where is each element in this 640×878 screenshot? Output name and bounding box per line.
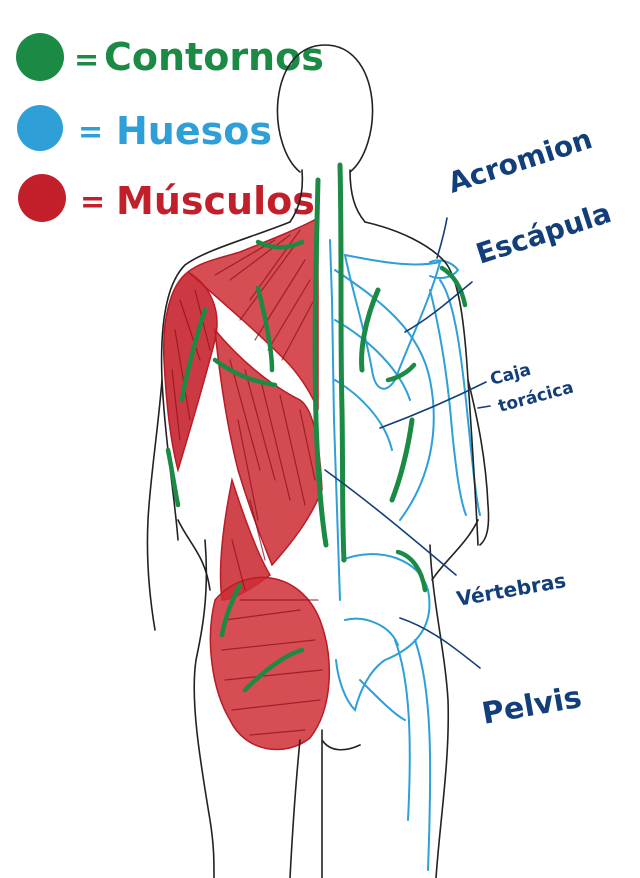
left-scapula-contour — [255, 285, 275, 373]
muscles-label: Músculos — [116, 179, 315, 223]
vertebrae-pointer — [324, 469, 457, 576]
bones-equals: = — [78, 115, 103, 150]
acromion-label: Acromion — [444, 122, 596, 200]
contours-equals: = — [74, 43, 99, 78]
pelvis-label: Pelvis — [479, 680, 584, 732]
legend-item-contours: = Contornos — [16, 33, 324, 81]
pointer-lines — [324, 217, 491, 669]
waist-outline — [177, 519, 479, 591]
muscles-swatch — [18, 174, 66, 222]
acromion-pointer — [436, 217, 448, 259]
vertebrae-label: Vértebras — [455, 568, 568, 611]
left-lat-contour — [165, 447, 181, 508]
right-lat-contour — [389, 417, 415, 503]
muscle-fibers — [171, 229, 323, 736]
muscles-equals: = — [80, 185, 105, 220]
right-scapula-lower-contour — [385, 362, 417, 383]
bones-label: Huesos — [116, 109, 272, 153]
muscles-layer — [162, 216, 331, 751]
right-shoulder-contour — [439, 265, 468, 308]
pelvis-pointer — [399, 617, 481, 669]
ribcage-label-line1: Caja — [488, 360, 533, 390]
neck-outline — [289, 169, 366, 223]
contours-label: Contornos — [104, 35, 324, 79]
ribcage-bone — [334, 269, 435, 521]
left-arm-outline — [146, 379, 163, 631]
scapula-label: Escápula — [472, 196, 615, 271]
gluteus-muscle — [209, 576, 331, 751]
spine-contour-left — [312, 177, 329, 548]
ribcage-pointer — [379, 381, 487, 429]
deltoid-muscle — [162, 271, 218, 473]
latissimus-muscle — [214, 327, 323, 567]
bones-swatch — [17, 105, 63, 151]
contours-swatch — [16, 33, 64, 81]
femur-bone — [394, 639, 432, 871]
ribcage-tick — [477, 405, 491, 409]
left-deltoid-contour — [179, 307, 208, 403]
pelvis-bone — [335, 553, 431, 721]
head-outline — [276, 44, 374, 173]
acromion-bone — [429, 259, 460, 279]
legend-item-muscles: = Músculos — [18, 174, 315, 223]
glute-fold-contour — [242, 647, 305, 693]
legend: = Contornos = Huesos = Músculos — [16, 33, 324, 223]
buttocks-outline — [289, 729, 361, 878]
spine-contour-right — [337, 162, 347, 563]
left-shoulder-contour — [255, 239, 305, 250]
contours-layer — [165, 162, 468, 693]
scapula-pointer — [404, 281, 473, 333]
left-armpit-contour — [212, 357, 278, 388]
right-scapula-contour — [359, 287, 381, 373]
right-hip-contour — [395, 549, 428, 593]
spine-bone — [329, 239, 341, 601]
left-glute-contour — [219, 582, 243, 638]
right-arm-outline — [467, 379, 490, 546]
legend-item-bones: = Huesos — [17, 105, 272, 153]
right-torso-outline — [364, 221, 479, 878]
